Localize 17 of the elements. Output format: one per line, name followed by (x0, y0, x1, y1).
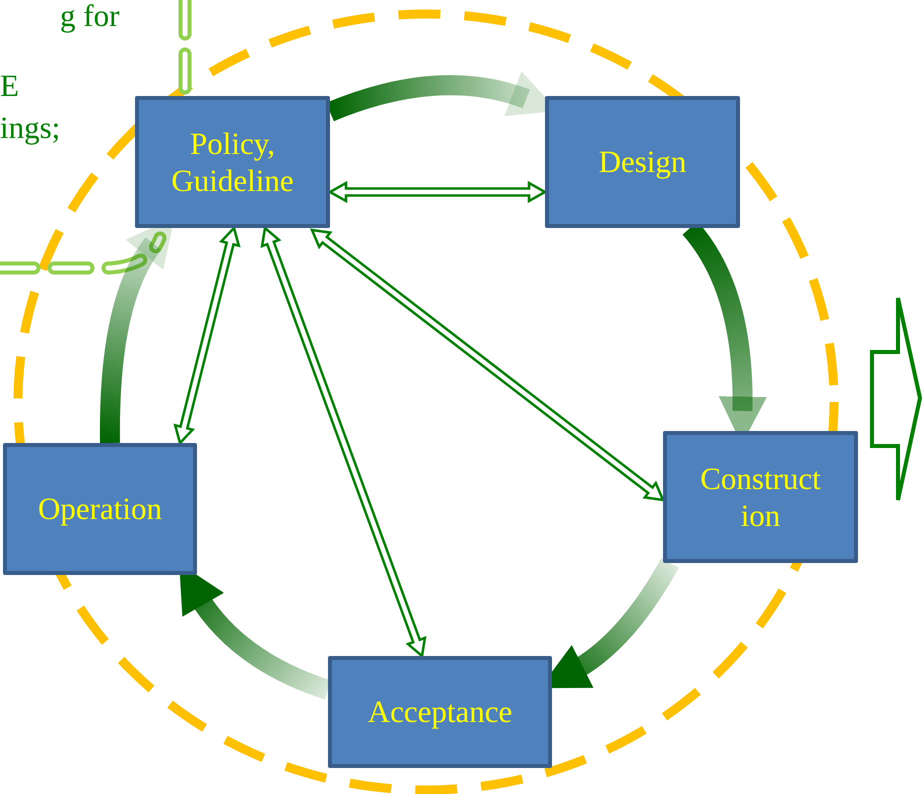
note-text: g for (60, 0, 120, 31)
note-text: E (0, 70, 19, 101)
process-box (3, 443, 197, 575)
process-box (545, 96, 740, 228)
box-label: Policy, Guideline (170, 124, 295, 200)
box-label: Construct ion (699, 460, 822, 534)
double-arrow (173, 226, 241, 446)
note-text: ings; (0, 112, 60, 143)
box-label: Design (598, 143, 686, 181)
process-box (135, 96, 330, 228)
box-label: Operation (38, 490, 162, 528)
process-box (328, 656, 552, 768)
box-label: Acceptance (368, 693, 512, 731)
double-arrow (310, 228, 666, 502)
double-arrow (260, 226, 426, 658)
process-box (663, 431, 858, 563)
double-arrow (327, 180, 548, 204)
